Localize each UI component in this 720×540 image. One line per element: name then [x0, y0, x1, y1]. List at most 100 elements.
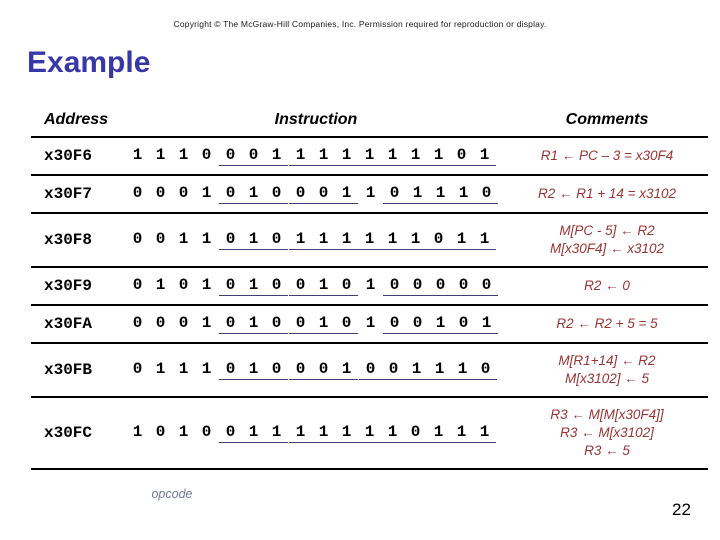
instruction-bit: 1 — [365, 184, 376, 202]
instruction-bit: 1 — [365, 314, 376, 332]
instruction-bit: 0 — [435, 276, 446, 294]
instruction-bit: 1 — [456, 423, 467, 441]
instruction-bit: 1 — [365, 276, 376, 294]
instruction-bit: 0 — [132, 276, 143, 294]
instruction-bit: 0 — [132, 314, 143, 332]
instruction-bit: 0 — [341, 276, 352, 294]
instruction-bit: 0 — [481, 184, 492, 202]
address-cell: x30F9 — [44, 277, 93, 295]
instruction-bit: 0 — [178, 276, 189, 294]
instruction-bit: 1 — [458, 184, 469, 202]
instruction-bit: 0 — [410, 423, 421, 441]
instruction-bit: 1 — [387, 146, 398, 164]
instruction-bit: 0 — [318, 360, 329, 378]
instruction-bit: 0 — [225, 146, 236, 164]
opcode-bit-group: 1 — [359, 184, 382, 203]
instruction-bit: 0 — [341, 314, 352, 332]
instruction-bit: 1 — [456, 230, 467, 248]
instruction-bit: 1 — [248, 276, 259, 294]
instruction-bit: 1 — [457, 360, 468, 378]
instruction-bit: 0 — [155, 230, 166, 248]
instruction-bit: 1 — [410, 230, 421, 248]
instruction-bit: 0 — [178, 314, 189, 332]
column-header-instruction: Instruction — [274, 110, 358, 128]
instruction-bit: 0 — [271, 314, 282, 332]
instruction-bit: 1 — [178, 230, 189, 248]
instruction-bit: 0 — [225, 230, 236, 248]
instruction-bit: 0 — [271, 230, 282, 248]
instruction-bit: 0 — [201, 146, 212, 164]
comment-line: R2 ← R1 + 14 = x3102 — [537, 186, 677, 201]
comment-line: R3 ← 5 — [584, 443, 630, 458]
instruction-bit: 0 — [178, 184, 189, 202]
comment-line: M[PC - 5] ← R2 — [559, 223, 655, 238]
instruction-bit: 0 — [201, 423, 212, 441]
address-cell: x30FA — [44, 315, 93, 333]
instruction-bit: 0 — [318, 184, 329, 202]
address-cell: x30FC — [44, 424, 93, 442]
instruction-bit: 1 — [132, 423, 143, 441]
instruction-bit: 1 — [479, 146, 490, 164]
copyright-text: Copyright © The McGraw-Hill Companies, I… — [173, 19, 547, 29]
instruction-bit: 0 — [412, 314, 423, 332]
instruction-bit: 1 — [318, 146, 329, 164]
comment-cell: R2 ← 0 — [506, 277, 708, 295]
address-cell: x30F7 — [44, 185, 93, 203]
instruction-bit: 1 — [341, 230, 352, 248]
instruction-bit: 1 — [341, 423, 352, 441]
comment-cell: R3 ← M[M[x30F4]]R3 ← M[x3102]R3 ← 5 — [506, 406, 708, 460]
instruction-bit: 0 — [132, 360, 143, 378]
instruction-bit: 1 — [155, 146, 166, 164]
instruction-bit: 1 — [178, 423, 189, 441]
comment-cell: R2 ← R2 + 5 = 5 — [506, 315, 708, 333]
instruction-bit: 0 — [271, 184, 282, 202]
instruction-bit: 1 — [341, 184, 352, 202]
instruction-bit: 1 — [433, 423, 444, 441]
instruction-bit: 1 — [248, 423, 259, 441]
instruction-bit: 1 — [364, 146, 375, 164]
instruction-bit: 1 — [479, 230, 490, 248]
instruction-bit: 1 — [201, 314, 212, 332]
comment-line: R1 ← PC – 3 = x30F4 — [540, 148, 674, 163]
instruction-bit: 1 — [248, 314, 259, 332]
instruction-bit: 1 — [435, 184, 446, 202]
instruction-bit: 1 — [479, 423, 490, 441]
instruction-bit: 1 — [318, 230, 329, 248]
instruction-bit: 1 — [341, 146, 352, 164]
instruction-bit: 0 — [480, 360, 491, 378]
instruction-bit: 1 — [295, 146, 306, 164]
instruction-bit: 1 — [155, 360, 166, 378]
comment-line: M[R1+14] ← R2 — [558, 353, 656, 368]
instruction-bit: 1 — [132, 146, 143, 164]
instruction-bit: 1 — [411, 360, 422, 378]
instruction-bit: 1 — [271, 146, 282, 164]
column-header-comments: Comments — [565, 110, 649, 128]
comment-line: R2 ← R2 + 5 = 5 — [556, 316, 658, 331]
instruction-bit: 0 — [271, 360, 282, 378]
opcode-label: opcode — [151, 487, 193, 501]
instruction-bit: 0 — [271, 276, 282, 294]
instruction-bit: 1 — [433, 146, 444, 164]
instruction-bit: 0 — [412, 276, 423, 294]
